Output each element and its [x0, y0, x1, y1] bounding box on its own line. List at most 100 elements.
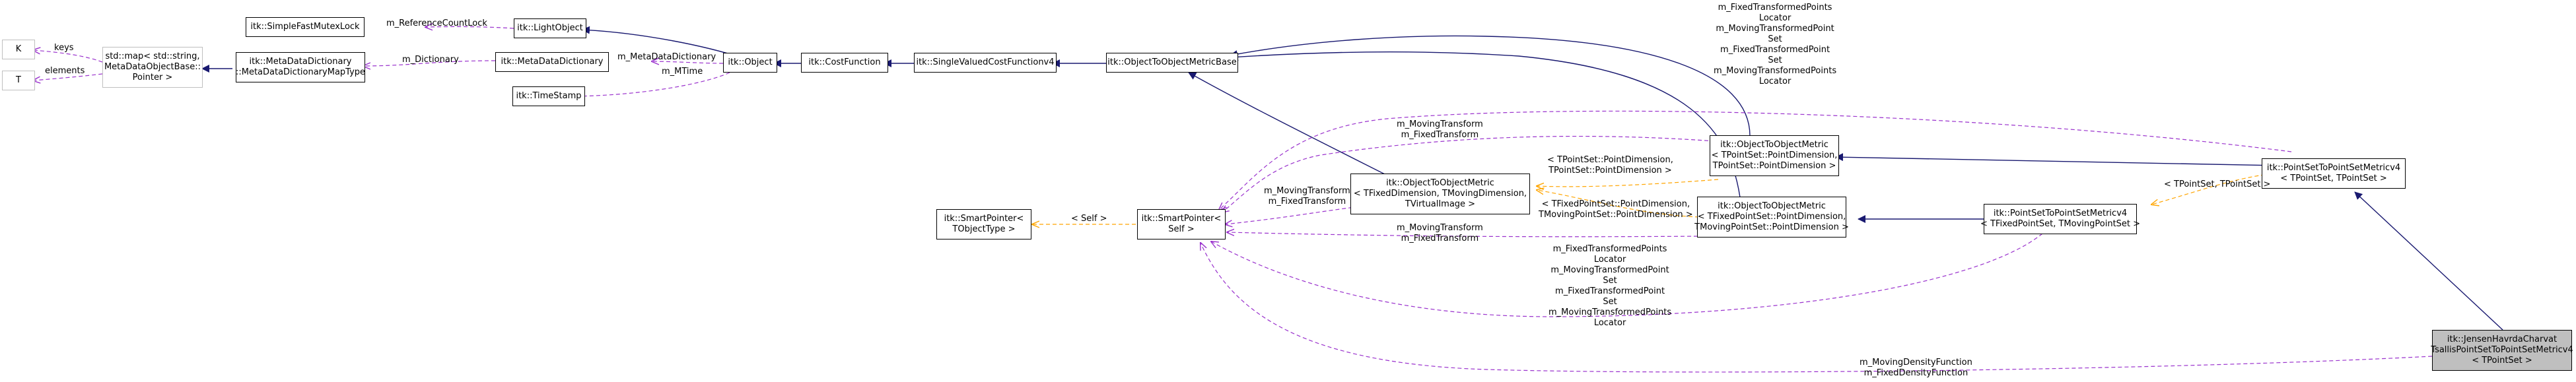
- use-locators-ps2ps-v4: [1211, 233, 2043, 317]
- use-transform-objmetric-fixed: [1225, 205, 1366, 224]
- text-line: Locator: [1758, 77, 1792, 86]
- label-m-dictionary: m_Dictionary: [402, 55, 459, 65]
- text-line: m_FixedTransformedPoint: [1555, 286, 1665, 296]
- text-line: TsallisPointSetToPointSetMetricv4: [2431, 345, 2573, 355]
- text-line: itk::TimeStamp: [516, 91, 582, 101]
- text-line: itk::Object: [728, 57, 773, 67]
- text-line: < TPointSet::PointDimension,: [1711, 150, 1838, 160]
- use-keys: [33, 50, 103, 63]
- label-tpointset-tpointset: < TPointSet, TPointSet >: [2164, 179, 2270, 190]
- node-smartpointer-tobjecttype[interactable]: itk::SmartPointer<TObjectType >: [936, 209, 1031, 239]
- text-line: itk::ObjectToObjectMetric: [1386, 178, 1494, 188]
- text-line: itk::MetaDataDictionary: [249, 57, 352, 67]
- text-line: m_FixedTransformedPoints: [1552, 244, 1667, 254]
- text-line: m_MovingTransformedPoints: [1714, 66, 1837, 76]
- text-line: m_MetaDataDictionary: [617, 52, 716, 62]
- text-line: Locator: [1593, 318, 1626, 328]
- text-line: m_MTime: [662, 67, 703, 77]
- text-line: TPointSet::PointDimension >: [1712, 161, 1836, 171]
- text-line: < TPointSet::PointDimension,: [1547, 155, 1673, 165]
- text-line: Set: [1768, 34, 1782, 44]
- text-line: itk::SingleValuedCostFunctionv4: [916, 57, 1055, 67]
- node-pointsettopointsetmetricv4-fixed-moving[interactable]: itk::PointSetToPointSetMetricv4< TFixedP…: [1980, 204, 2140, 234]
- text-line: ::MetaDataDictionaryMapType: [235, 67, 366, 77]
- text-line: Locator: [1758, 13, 1792, 23]
- text-line: m_ReferenceCountLock: [386, 18, 487, 28]
- label-keys: keys: [54, 43, 74, 53]
- text-line: m_FixedTransformedPoint: [1720, 45, 1830, 55]
- text-line: MetaDataObjectBase::: [104, 62, 201, 72]
- node-lightobject[interactable]: itk::LightObject: [514, 18, 586, 38]
- text-line: Self >: [1168, 224, 1195, 234]
- node-timestamp[interactable]: itk::TimeStamp: [512, 86, 585, 106]
- text-line: itk::CostFunction: [808, 57, 881, 67]
- text-line: TVirtualImage >: [1405, 199, 1476, 209]
- text-line: m_MovingTransformedPoint: [1550, 265, 1669, 275]
- node-metadatadictionary-maptype[interactable]: itk::MetaDataDictionary::MetaDataDiction…: [236, 52, 365, 82]
- text-line: itk::PointSetToPointSetMetricv4: [1993, 208, 2128, 218]
- text-line: m_FixedTransform: [1401, 234, 1479, 243]
- text-line: itk::ObjectToObjectMetric: [1718, 201, 1826, 211]
- text-line: < TFixedPointSet::PointDimension,: [1541, 199, 1690, 209]
- node-pointsettopointsetmetricv4-tpointset[interactable]: itk::PointSetToPointSetMetricv4< TPointS…: [2262, 158, 2406, 189]
- use-dictionary: [363, 60, 496, 66]
- node-std-map[interactable]: std::map< std::string,MetaDataObjectBase…: [102, 47, 203, 88]
- node-objecttoobjectmetric-fixed-moving-pointset[interactable]: itk::ObjectToObjectMetric< TFixedPointSe…: [1694, 197, 1849, 238]
- text-line: m_MovingTransform: [1397, 119, 1483, 129]
- text-line: elements: [45, 66, 85, 76]
- node-singlevaluedcostfunctionv4[interactable]: itk::SingleValuedCostFunctionv4: [914, 53, 1057, 73]
- text-line: < TFixedPointSet, TMovingPointSet >: [1980, 219, 2141, 229]
- node-objecttoobjectmetricbase[interactable]: itk::ObjectToObjectMetricBase: [1106, 53, 1238, 73]
- text-line: itk::PointSetToPointSetMetricv4: [2266, 163, 2401, 173]
- text-line: m_MovingDensityFunction: [1860, 358, 1972, 367]
- text-line: m_FixedTransform: [1268, 197, 1346, 207]
- inherit-ps2ps-tpoint-objmetric: [1835, 153, 2279, 166]
- label-tfixed-tmoving-pointdimension: < TFixedPointSet::PointDimension,TMoving…: [1539, 199, 1693, 220]
- node-t[interactable]: T: [2, 71, 35, 90]
- text-line: m_MovingTransform: [1264, 186, 1350, 196]
- text-line: itk::LightObject: [517, 23, 583, 33]
- label-tpointset-pointdimension: < TPointSet::PointDimension,TPointSet::P…: [1547, 155, 1673, 176]
- text-line: m_MovingTransformedPoints: [1549, 307, 1672, 317]
- label-elements: elements: [45, 66, 85, 77]
- text-line: m_MovingTransform: [1397, 223, 1483, 233]
- text-line: itk::SmartPointer<: [1141, 214, 1222, 224]
- text-line: m_Dictionary: [402, 55, 459, 65]
- node-object[interactable]: itk::Object: [723, 53, 777, 73]
- text-line: TObjectType >: [952, 224, 1016, 234]
- node-objecttoobjectmetric-fixed-moving-virtual[interactable]: itk::ObjectToObjectMetric< TFixedDimensi…: [1350, 174, 1530, 214]
- use-metadatadictionary: [652, 61, 724, 63]
- node-smartpointer-self[interactable]: itk::SmartPointer<Self >: [1137, 209, 1226, 239]
- text-line: Set: [1768, 55, 1782, 65]
- text-line: itk::ObjectToObjectMetricBase: [1107, 57, 1237, 67]
- text-line: < Self >: [1071, 214, 1107, 224]
- use-locators-ps2ps-tpoint: [1219, 110, 2292, 210]
- node-costfunction[interactable]: itk::CostFunction: [801, 53, 888, 73]
- label-m-metadatadictionary: m_MetaDataDictionary: [617, 52, 716, 63]
- text-line: < TPointSet, TPointSet >: [2280, 174, 2387, 183]
- text-line: Locator: [1593, 255, 1626, 265]
- text-line: itk::JensenHavrdaCharvat: [2447, 334, 2558, 344]
- text-line: itk::ObjectToObjectMetric: [1720, 140, 1828, 150]
- text-line: Set: [1603, 297, 1617, 307]
- text-line: < TPointSet >: [2472, 356, 2532, 366]
- node-simplefastmutexlock[interactable]: itk::SimpleFastMutexLock: [246, 17, 365, 37]
- node-k[interactable]: K: [2, 40, 35, 59]
- text-line: m_MovingTransformedPoint: [1716, 24, 1834, 34]
- node-metadatadictionary[interactable]: itk::MetaDataDictionary: [495, 52, 609, 72]
- text-line: Set: [1603, 276, 1617, 286]
- text-line: std::map< std::string,: [105, 51, 200, 61]
- use-refcountlock: [425, 26, 514, 28]
- text-line: itk::SimpleFastMutexLock: [250, 22, 360, 32]
- text-line: m_FixedDensityFunction: [1863, 368, 1968, 378]
- text-line: TPointSet::PointDimension >: [1549, 166, 1672, 175]
- node-objecttoobjectmetric-tpointset[interactable]: itk::ObjectToObjectMetric< TPointSet::Po…: [1710, 135, 1839, 176]
- label-m-referencecountlock: m_ReferenceCountLock: [386, 18, 487, 29]
